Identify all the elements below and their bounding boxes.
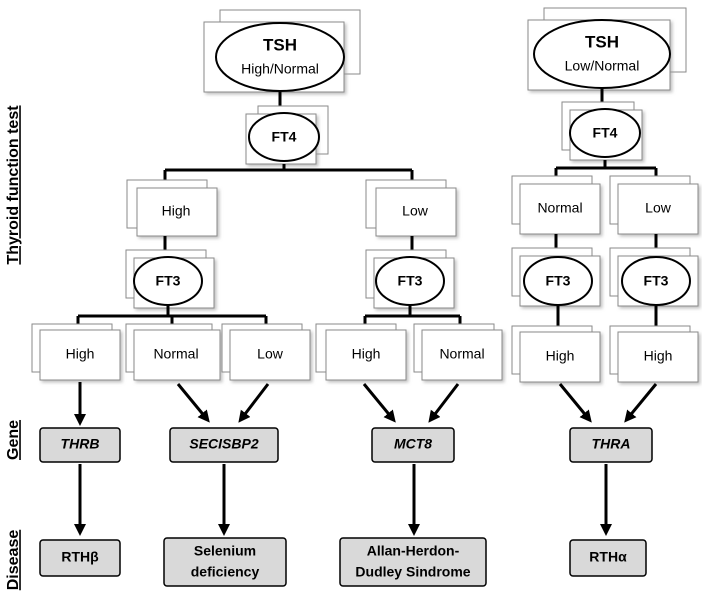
svg-text:FT4: FT4 [593,125,618,141]
tsh-low-normal-node: TSH Low/Normal [527,7,687,91]
ft4-high-box: High [126,179,218,237]
svg-text:High: High [66,346,95,362]
side-label-thyroid: Thyroid function test [5,105,22,265]
svg-text:Selenium: Selenium [194,543,256,559]
svg-text:Normal: Normal [537,200,582,216]
ft3-normal-box-2: Normal [413,323,503,381]
ft3-node-right-a: FT3 [511,247,601,307]
svg-text:RTHβ: RTHβ [61,549,99,565]
disease-box-rth-beta: RTHβ [39,539,121,577]
ft3-high-box-right-2: High [609,325,699,383]
svg-text:Dudley Sindrome: Dudley Sindrome [355,564,470,580]
svg-text:Gene: Gene [5,420,22,460]
ft3-normal-box-1: Normal [125,323,221,381]
svg-text:FT3: FT3 [644,273,669,289]
side-label-gene: Gene [5,420,22,460]
disease-box-selenium: Selenium deficiency [163,537,287,587]
svg-text:Allan-Herdon-: Allan-Herdon- [367,543,460,559]
ft3-high-box-2: High [315,323,407,381]
svg-text:FT4: FT4 [272,129,297,145]
ft4-node-left: FT4 [245,105,329,165]
svg-text:High: High [162,203,191,219]
svg-text:Normal: Normal [153,346,198,362]
svg-text:FT3: FT3 [398,273,423,289]
svg-text:Low: Low [257,346,284,362]
gene-box-secisbp2: SECISBP2 [169,427,279,463]
svg-text:THRA: THRA [592,436,631,452]
svg-text:Normal: Normal [439,346,484,362]
ft3-low-box-1: Low [221,323,311,381]
svg-text:TSH: TSH [263,35,297,54]
ft3-node-left-b: FT3 [365,249,455,309]
svg-text:Disease: Disease [5,530,22,591]
svg-text:Thyroid function test: Thyroid function test [5,105,22,265]
ft3-node-right-b: FT3 [609,247,699,307]
svg-text:MCT8: MCT8 [394,436,432,452]
svg-text:FT3: FT3 [156,273,181,289]
svg-text:Low/Normal: Low/Normal [565,58,640,74]
gene-box-thrb: THRB [39,427,121,463]
svg-text:High: High [644,348,673,364]
disease-box-rth-alpha: RTHα [569,539,647,577]
ft4-low-box-right: Low [609,175,699,235]
gene-box-mct8: MCT8 [371,427,455,463]
svg-text:THRB: THRB [61,436,100,452]
svg-text:TSH: TSH [585,32,619,51]
ft4-low-box: Low [365,179,457,237]
ft3-high-box-1: High [31,323,121,381]
svg-text:High/Normal: High/Normal [241,61,319,77]
ft3-node-left-a: FT3 [125,249,215,309]
ft4-node-right: FT4 [561,101,643,161]
svg-text:High: High [546,348,575,364]
svg-text:Low: Low [402,203,429,219]
ft4-normal-box-right: Normal [511,175,601,235]
svg-text:High: High [352,346,381,362]
svg-text:RTHα: RTHα [589,549,627,565]
disease-box-ahds: Allan-Herdon- Dudley Sindrome [339,537,487,587]
ft3-high-box-right-1: High [511,325,601,383]
svg-text:FT3: FT3 [546,273,571,289]
svg-text:SECISBP2: SECISBP2 [189,436,258,452]
gene-box-thra: THRA [569,427,653,463]
svg-text:Low: Low [645,200,672,216]
svg-text:deficiency: deficiency [191,564,260,580]
side-label-disease: Disease [5,530,22,591]
tsh-high-normal-node: TSH High/Normal [203,9,361,93]
